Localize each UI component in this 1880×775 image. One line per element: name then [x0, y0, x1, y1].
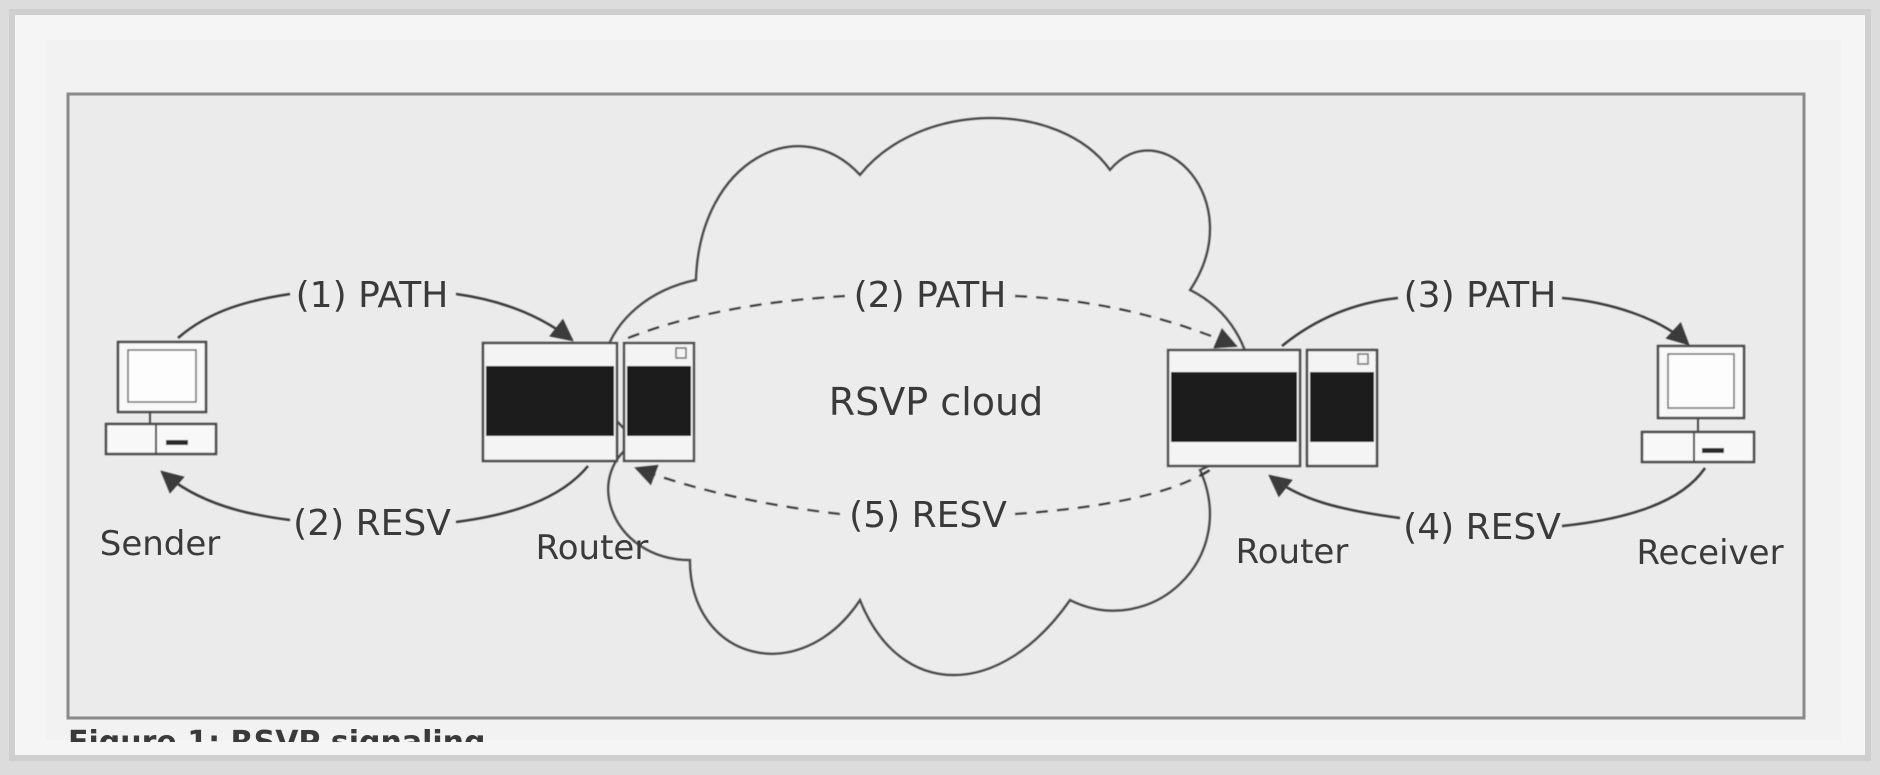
arrow-resv-4: [1268, 474, 1401, 520]
arrow-path-2: [627, 294, 846, 340]
arrow-resv-5: [633, 464, 841, 516]
label-resv-2: (2) RESV: [293, 503, 451, 544]
arrow-resv-2-tail: [455, 465, 589, 524]
label-resv-5: (5) RESV: [849, 495, 1007, 536]
label-path-1: (1) PATH: [296, 275, 449, 316]
arrow-path-3: [1281, 296, 1399, 347]
label-router-left: Router: [536, 528, 649, 568]
label-path-2: (2) PATH: [854, 275, 1007, 316]
label-receiver: Receiver: [1636, 533, 1783, 573]
arrow-resv-5-tail: [1014, 468, 1211, 516]
label-resv-4: (4) RESV: [1403, 507, 1561, 548]
label-router-right: Router: [1236, 532, 1349, 572]
router-icon: [481, 341, 696, 463]
label-path-3: (3) PATH: [1404, 275, 1557, 316]
caption-text: Figure 1: RSVP signaling: [68, 725, 485, 760]
arrow-resv-2: [160, 470, 291, 522]
rsvp-cloud: [600, 116, 1253, 677]
computer-icon: [1640, 344, 1756, 464]
arrow-resv-4-tail: [1561, 467, 1707, 528]
label-sender: Sender: [100, 524, 221, 564]
arrow-path-1-head: [455, 292, 574, 342]
computer-icon: [104, 340, 218, 456]
caption-cutoff: Figure 1: RSVP signaling: [68, 725, 485, 760]
arrow-path-1: [177, 292, 291, 339]
arrow-path-3-head: [1561, 296, 1690, 346]
label-cloud: RSVP cloud: [829, 380, 1043, 424]
arrow-path-2-head: [1014, 294, 1239, 349]
router-icon: [1166, 348, 1379, 468]
